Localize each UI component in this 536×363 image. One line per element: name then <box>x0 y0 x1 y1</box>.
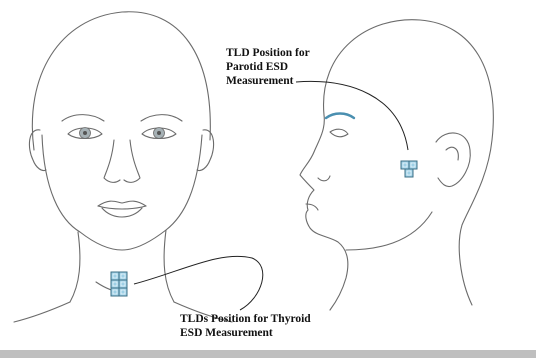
parotid-tld-group <box>401 161 417 177</box>
parotid-label-line-2: Parotid ESD <box>226 60 310 74</box>
thyroid-label-line-2: ESD Measurement <box>180 326 311 340</box>
parotid-label-line-1: TLD Position for <box>226 46 310 60</box>
thyroid-tld-chip <box>119 288 127 296</box>
thyroid-tld-chip <box>111 280 119 288</box>
thyroid-label-line-1: TLDs Position for Thyroid <box>180 312 311 326</box>
thyroid-tld-chip <box>119 280 127 288</box>
profile-face-sketch <box>300 20 493 310</box>
parotid-label-line-3: Measurement <box>226 74 310 88</box>
thyroid-tld-chip <box>111 272 119 280</box>
thyroid-tld-chip <box>111 288 119 296</box>
parotid-tld-chip <box>405 169 413 177</box>
thyroid-tld-label: TLDs Position for Thyroid ESD Measuremen… <box>180 312 311 340</box>
thyroid-tld-group <box>111 272 127 296</box>
bottom-bar <box>0 350 536 358</box>
thyroid-tld-chip <box>119 272 127 280</box>
parotid-tld-chip <box>409 161 417 169</box>
parotid-tld-label: TLD Position for Parotid ESD Measurement <box>226 46 310 88</box>
thyroid-leader-line <box>134 256 263 310</box>
parotid-tld-chip <box>401 161 409 169</box>
profile-eyebrow <box>326 114 354 119</box>
